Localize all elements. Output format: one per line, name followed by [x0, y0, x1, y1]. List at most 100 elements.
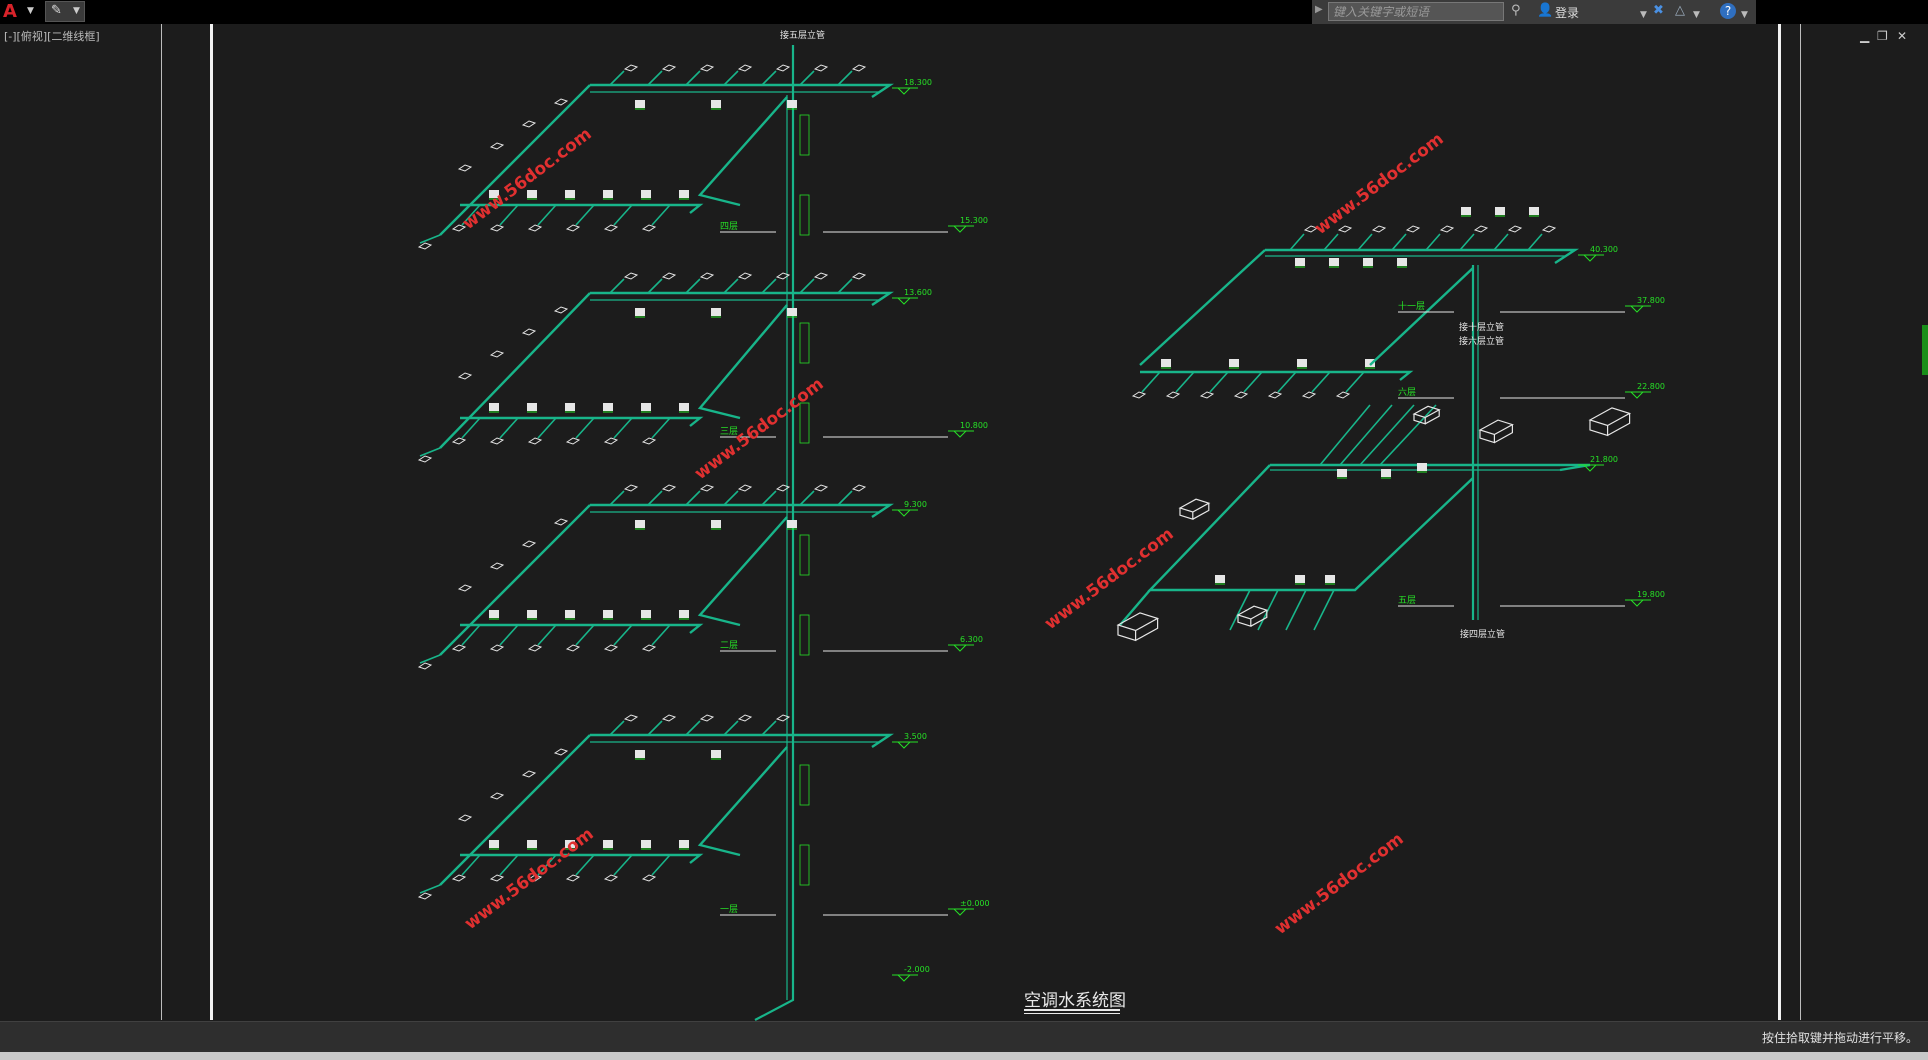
terminal-symbol [489, 562, 505, 570]
fan-coil-unit [489, 610, 499, 618]
pipe-segment [723, 720, 739, 736]
binoculars-icon[interactable]: ⚲ [1511, 3, 1521, 18]
terminal-symbol [623, 272, 639, 280]
pipe-segment [697, 96, 788, 207]
pipe-segment [499, 624, 519, 646]
pipe-segment [697, 304, 788, 420]
quick-access-toolbar-button[interactable]: ✎ ▼ [45, 1, 85, 22]
title-underline [1024, 1013, 1120, 1014]
terminal-symbol [737, 272, 753, 280]
pipe-segment [460, 853, 704, 864]
terminal-symbol [457, 584, 473, 592]
terminal-symbol [489, 792, 505, 800]
pipe-segment [439, 734, 591, 886]
fan-coil-unit [565, 840, 575, 848]
drawing-label: 接四层立管 [1460, 628, 1505, 640]
terminal-symbol [451, 874, 467, 882]
terminal-symbol [451, 224, 467, 232]
fan-coil-unit [1229, 359, 1239, 367]
fan-coil-unit [635, 100, 645, 108]
terminal-symbol [1507, 225, 1523, 233]
pipe-segment [575, 417, 595, 439]
drawing-label: 四层 [720, 221, 738, 232]
drawing-label: 接六层立管 [1459, 335, 1504, 347]
minimize-icon[interactable]: ▁ [1860, 29, 1870, 43]
chevron-down-icon[interactable]: ▼ [1693, 10, 1700, 20]
fan-coil-unit [603, 610, 613, 618]
terminal-symbol [565, 224, 581, 232]
terminal-symbol [737, 484, 753, 492]
terminal-symbol [775, 64, 791, 72]
pipe-segment [1425, 233, 1441, 251]
terminal-symbol [661, 272, 677, 280]
pipe-tag [799, 194, 810, 236]
restore-icon[interactable]: ❐ [1877, 29, 1888, 43]
user-icon[interactable]: 👤 [1537, 3, 1554, 18]
pipe-segment [1345, 371, 1365, 393]
viewport-controls-label[interactable]: [-][俯视][二维线框] [4, 30, 100, 43]
fan-coil-unit [787, 100, 797, 108]
terminal-symbol [521, 540, 537, 548]
fan-coil-unit [1325, 575, 1335, 583]
terminal-symbol [553, 748, 569, 756]
pipe-segment [837, 278, 853, 294]
terminal-symbol [521, 120, 537, 128]
terminal-symbol [775, 484, 791, 492]
fan-coil-unit [635, 520, 645, 528]
terminal-symbol [457, 814, 473, 822]
terminal-symbol [489, 224, 505, 232]
drawing-label: 18.300 [904, 78, 932, 87]
pipe-segment [537, 624, 557, 646]
terminal-symbol [417, 892, 433, 900]
pipe-segment [1391, 233, 1407, 251]
close-icon[interactable]: ✕ [1897, 29, 1908, 43]
terminal-symbol [661, 714, 677, 722]
fan-coil-unit [1363, 258, 1373, 266]
document-edit-icon: ✎ [51, 3, 62, 18]
help-icon[interactable]: ? [1720, 3, 1736, 19]
scrollbar-thumb[interactable] [1922, 325, 1928, 375]
drawing-label: 五层 [1398, 595, 1416, 606]
drawing-label: 9.300 [904, 500, 927, 509]
terminal-symbol [1303, 225, 1319, 233]
a360-icon[interactable]: △ [1675, 3, 1685, 18]
fan-coil-unit [635, 308, 645, 316]
pipe-segment [651, 204, 671, 226]
terminal-symbol [699, 64, 715, 72]
pipe-segment [590, 291, 894, 306]
exchange-icon[interactable]: ✖ [1653, 3, 1664, 18]
pipe-segment [1459, 233, 1475, 251]
fan-coil-unit [1337, 469, 1347, 477]
expand-arrow-icon[interactable]: ▶ [1315, 4, 1323, 15]
elevation-mark [1578, 464, 1604, 472]
terminal-symbol [1131, 391, 1147, 399]
terminal-symbol [623, 484, 639, 492]
drawing-label: 15.300 [960, 216, 988, 225]
fan-coil-unit [1365, 359, 1375, 367]
chevron-down-icon[interactable]: ▼ [1640, 10, 1647, 20]
terminal-symbol [641, 437, 657, 445]
pipe-segment [461, 204, 481, 226]
pipe-segment [461, 417, 481, 439]
elevation-mark [948, 644, 974, 652]
drawing-label: -2.000 [904, 965, 930, 974]
pipe-segment [1359, 404, 1415, 466]
terminal-symbol [489, 142, 505, 150]
fan-coil-unit [527, 190, 537, 198]
terminal-symbol [1473, 225, 1489, 233]
login-button[interactable]: 登录 [1555, 6, 1580, 20]
application-menu-button[interactable]: A ▼ [0, 0, 40, 24]
terminal-symbol [641, 224, 657, 232]
terminal-symbol [521, 770, 537, 778]
pipe-segment [723, 278, 739, 294]
search-input[interactable] [1328, 2, 1504, 21]
fan-coil-unit [489, 403, 499, 411]
fan-coil-unit [527, 840, 537, 848]
pipe-segment [460, 416, 704, 427]
terminal-symbol [565, 644, 581, 652]
pipe-segment [685, 278, 701, 294]
pipe-segment [1140, 370, 1414, 381]
chevron-down-icon[interactable]: ▼ [1741, 10, 1748, 20]
watermark-text: www.56doc.com [459, 124, 596, 234]
